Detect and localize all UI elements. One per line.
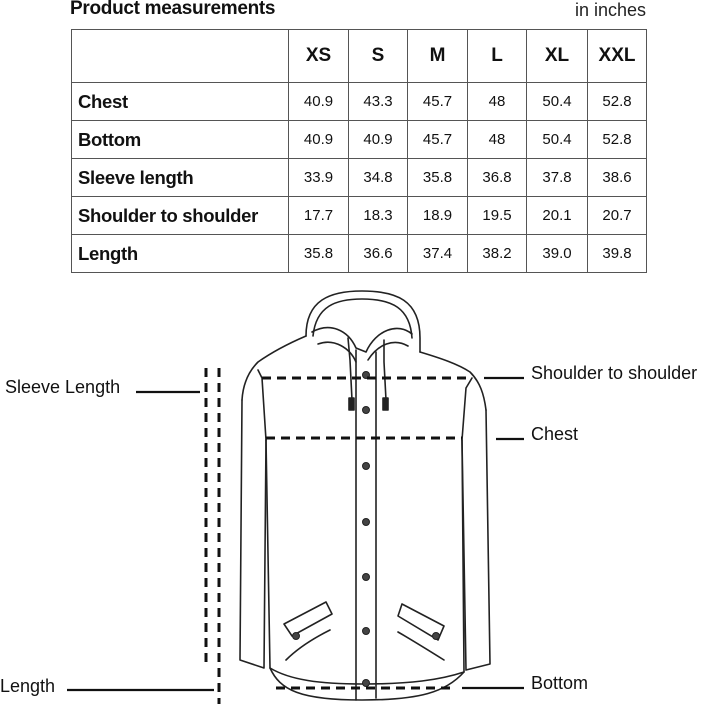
table-cell: 39.8 (587, 234, 647, 273)
corner-cell (71, 29, 289, 83)
page-title: Product measurements (70, 0, 276, 19)
size-table: XS S M L XL XXL Chest 40.9 43.3 45.7 48 … (71, 29, 647, 273)
table-cell: 40.9 (288, 120, 349, 159)
table-cell: 52.8 (587, 82, 647, 121)
hooded-jacket-icon (239, 290, 491, 701)
table-cell: 50.4 (526, 120, 588, 159)
table-cell: 37.8 (526, 158, 588, 197)
table-cell: 36.8 (467, 158, 527, 197)
unit-label: in inches (574, 0, 646, 20)
table-cell: 50.4 (526, 82, 588, 121)
table-cell: 33.9 (288, 158, 349, 197)
bottom-label: Bottom (531, 673, 589, 693)
table-cell: 18.3 (348, 196, 408, 235)
table-cell: 40.9 (288, 82, 349, 121)
table-cell: 35.8 (407, 158, 468, 197)
table-cell: 34.8 (348, 158, 408, 197)
table-cell: 40.9 (348, 120, 408, 159)
row-label: Sleeve length (71, 158, 289, 197)
table-cell: 37.4 (407, 234, 468, 273)
row-label: Chest (71, 82, 289, 121)
table-header-row: XS S M L XL XXL (71, 29, 647, 83)
leader-lines (67, 376, 524, 692)
table-row: Length 35.8 36.6 37.4 38.2 39.0 39.8 (71, 234, 647, 273)
size-header: XXL (587, 29, 647, 83)
table-cell: 36.6 (348, 234, 408, 273)
table-cell: 17.7 (288, 196, 349, 235)
row-label: Bottom (71, 120, 289, 159)
table-cell: 18.9 (407, 196, 468, 235)
table-cell: 19.5 (467, 196, 527, 235)
size-header: XL (526, 29, 588, 83)
size-header: XS (288, 29, 349, 83)
table-cell: 43.3 (348, 82, 408, 121)
chest-label: Chest (531, 424, 579, 444)
table-cell: 38.2 (467, 234, 527, 273)
table-cell: 48 (467, 82, 527, 121)
shoulder-label: Shoulder to shoulder (531, 363, 698, 383)
table-row: Chest 40.9 43.3 45.7 48 50.4 52.8 (71, 82, 647, 121)
size-header: S (348, 29, 408, 83)
length-label: Length (0, 676, 56, 696)
sleeve-length-label: Sleeve Length (5, 377, 121, 397)
row-label: Length (71, 234, 289, 273)
table-row: Sleeve length 33.9 34.8 35.8 36.8 37.8 3… (71, 158, 647, 197)
jacket-buttons (292, 371, 440, 687)
measurement-lines (204, 368, 472, 704)
